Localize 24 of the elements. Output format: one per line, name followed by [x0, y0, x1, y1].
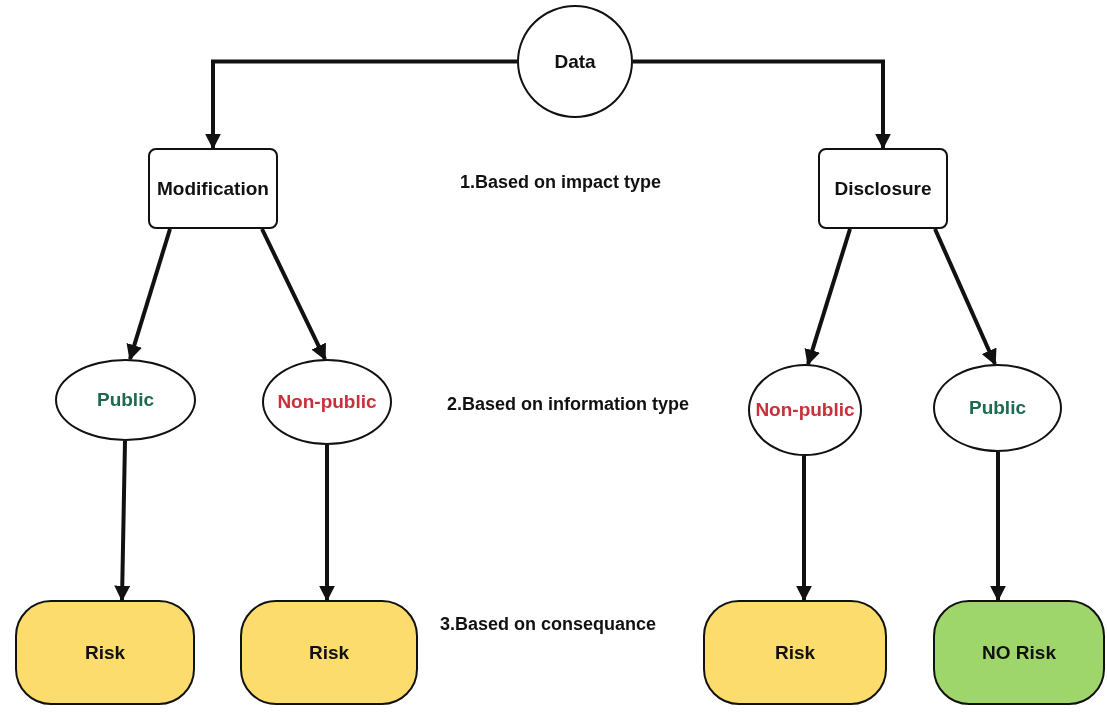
- outcome-box: Risk: [703, 600, 887, 705]
- level-label: 1.Based on impact type: [460, 172, 662, 193]
- level-label: 3.Based on consequance: [440, 614, 657, 635]
- arrow: [633, 59, 891, 150]
- level-label: 2.Based on information type: [447, 394, 690, 415]
- arrow: [126, 228, 172, 361]
- category-ellipse: Public: [933, 364, 1062, 452]
- arrow: [260, 228, 327, 361]
- category-ellipse: Non-public: [262, 359, 392, 445]
- arrow: [796, 456, 812, 602]
- process-box: Disclosure: [818, 148, 948, 229]
- arrow: [990, 452, 1006, 602]
- arrow: [114, 440, 131, 602]
- arrow: [933, 228, 997, 366]
- outcome-box: NO Risk: [933, 600, 1105, 705]
- arrow: [205, 59, 517, 150]
- arrow: [319, 445, 335, 602]
- outcome-box: Risk: [15, 600, 195, 705]
- category-ellipse: Public: [55, 359, 196, 441]
- category-ellipse: Non-public: [748, 364, 862, 456]
- process-box: Modification: [148, 148, 278, 229]
- data-circle: Data: [517, 5, 633, 118]
- outcome-box: Risk: [240, 600, 418, 705]
- arrow: [804, 228, 852, 366]
